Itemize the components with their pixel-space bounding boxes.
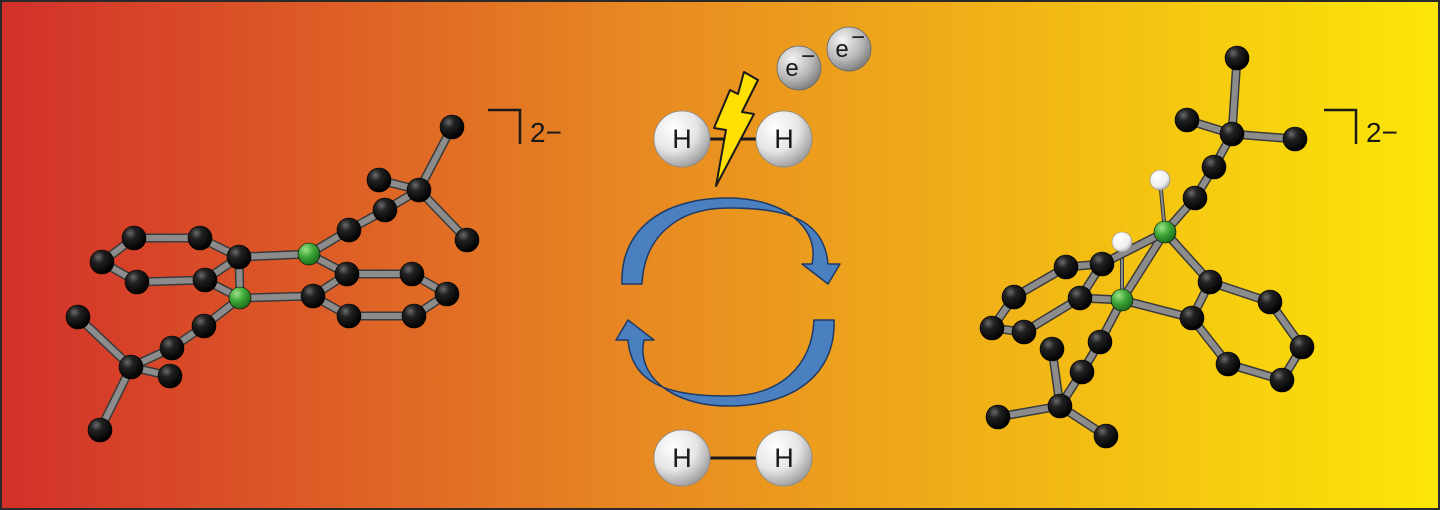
right-carbon-atom (1087, 329, 1113, 355)
h2-bottom-atom-left (653, 429, 711, 487)
electron-1-sign: − (801, 43, 815, 70)
right-carbon-atom (985, 404, 1011, 430)
right-hydrogen-atom (1111, 231, 1133, 253)
left-carbon-atom (159, 335, 185, 361)
left-carbon-atom (406, 177, 432, 203)
right-carbon-atom (1067, 285, 1093, 311)
right-carbon-atom (1219, 121, 1245, 147)
cycle-arrow-top (621, 197, 841, 285)
right-carbon-atom (1289, 334, 1315, 360)
left-molecule-charge: 2− (530, 117, 562, 148)
left-carbon-atom (89, 249, 115, 275)
right-bond (1229, 55, 1240, 137)
right-carbon-atom (1047, 393, 1073, 419)
left-boron-atom (228, 286, 252, 310)
left-carbon-atom (191, 313, 217, 339)
right-carbon-atom (1053, 254, 1079, 280)
h2-top-label-left: H (672, 124, 692, 154)
right-boron-atom (1110, 288, 1134, 312)
left-carbon-atom (401, 303, 427, 329)
right-carbon-atom (1089, 251, 1115, 277)
right-carbon-atom (1215, 351, 1241, 377)
electron-2-sign: − (851, 24, 865, 51)
electron-2-label: e (835, 36, 848, 63)
right-carbon-atom (1039, 336, 1065, 362)
right-carbon-atom (1182, 185, 1208, 211)
electron-1-sphere (776, 45, 822, 91)
h2-bottom-label-left: H (672, 443, 692, 473)
electron-2-sphere (826, 26, 872, 72)
left-carbon-atom (226, 244, 252, 270)
electron-1-label: e (785, 55, 798, 82)
electron-2: e − (826, 24, 872, 72)
left-charge-bracket: 2− (488, 108, 562, 148)
right-carbon-atom (1093, 423, 1119, 449)
right-charge-bracket: 2− (1324, 108, 1398, 148)
left-carbon-atom (399, 261, 425, 287)
right-carbon-atom (1269, 367, 1295, 393)
right-boron-atom (1153, 220, 1177, 244)
left-carbon-atom (300, 283, 326, 309)
right-carbon-atom (1201, 154, 1227, 180)
right-carbon-atom (1197, 269, 1223, 295)
lightning-bolt-icon (713, 71, 759, 187)
left-molecule (65, 114, 480, 443)
h2-top-atom-right (755, 110, 813, 168)
right-bond (1119, 229, 1168, 303)
right-carbon-atom (1257, 289, 1283, 315)
right-carbon-atom (1069, 359, 1095, 385)
left-carbon-atom (65, 304, 91, 330)
left-carbon-atom (434, 281, 460, 307)
right-carbon-atom (1282, 126, 1308, 152)
left-carbon-atom (121, 225, 147, 251)
left-bracket-line (488, 108, 522, 144)
right-carbon-atom (1174, 107, 1200, 133)
h2-bottom-label-right: H (774, 443, 794, 473)
h2-top: H H (653, 110, 813, 168)
right-hydrogen-atom (1149, 169, 1171, 191)
electron-1: e − (776, 43, 822, 91)
left-carbon-atom (124, 269, 150, 295)
left-carbon-atom (336, 303, 362, 329)
left-carbon-atom (366, 167, 392, 193)
left-carbon-atom (192, 267, 218, 293)
left-carbon-atom (118, 354, 144, 380)
left-carbon-atom (336, 217, 362, 243)
right-carbon-atom (1224, 45, 1250, 71)
right-carbon-atom (1179, 305, 1205, 331)
right-molecule (979, 45, 1315, 449)
left-carbon-atom (439, 114, 465, 140)
left-carbon-atom (187, 225, 213, 251)
right-bracket-line (1324, 108, 1358, 144)
left-carbon-atom (454, 227, 480, 253)
right-molecule-charge: 2− (1366, 117, 1398, 148)
left-carbon-atom (87, 417, 113, 443)
right-carbon-atom (979, 315, 1005, 341)
left-carbon-atom (334, 261, 360, 287)
h2-bottom-atom-right (755, 429, 813, 487)
right-carbon-atom (1001, 284, 1027, 310)
left-carbon-atom (157, 363, 183, 389)
left-carbon-atom (372, 197, 398, 223)
right-carbon-atom (1011, 319, 1037, 345)
h2-top-label-right: H (774, 124, 794, 154)
catalytic-cycle: H H e − e − H (615, 24, 872, 487)
left-boron-atom (297, 242, 321, 266)
h2-bottom: H H (653, 429, 813, 487)
cycle-arrow-bottom (615, 319, 835, 407)
h2-top-atom-left (653, 110, 711, 168)
